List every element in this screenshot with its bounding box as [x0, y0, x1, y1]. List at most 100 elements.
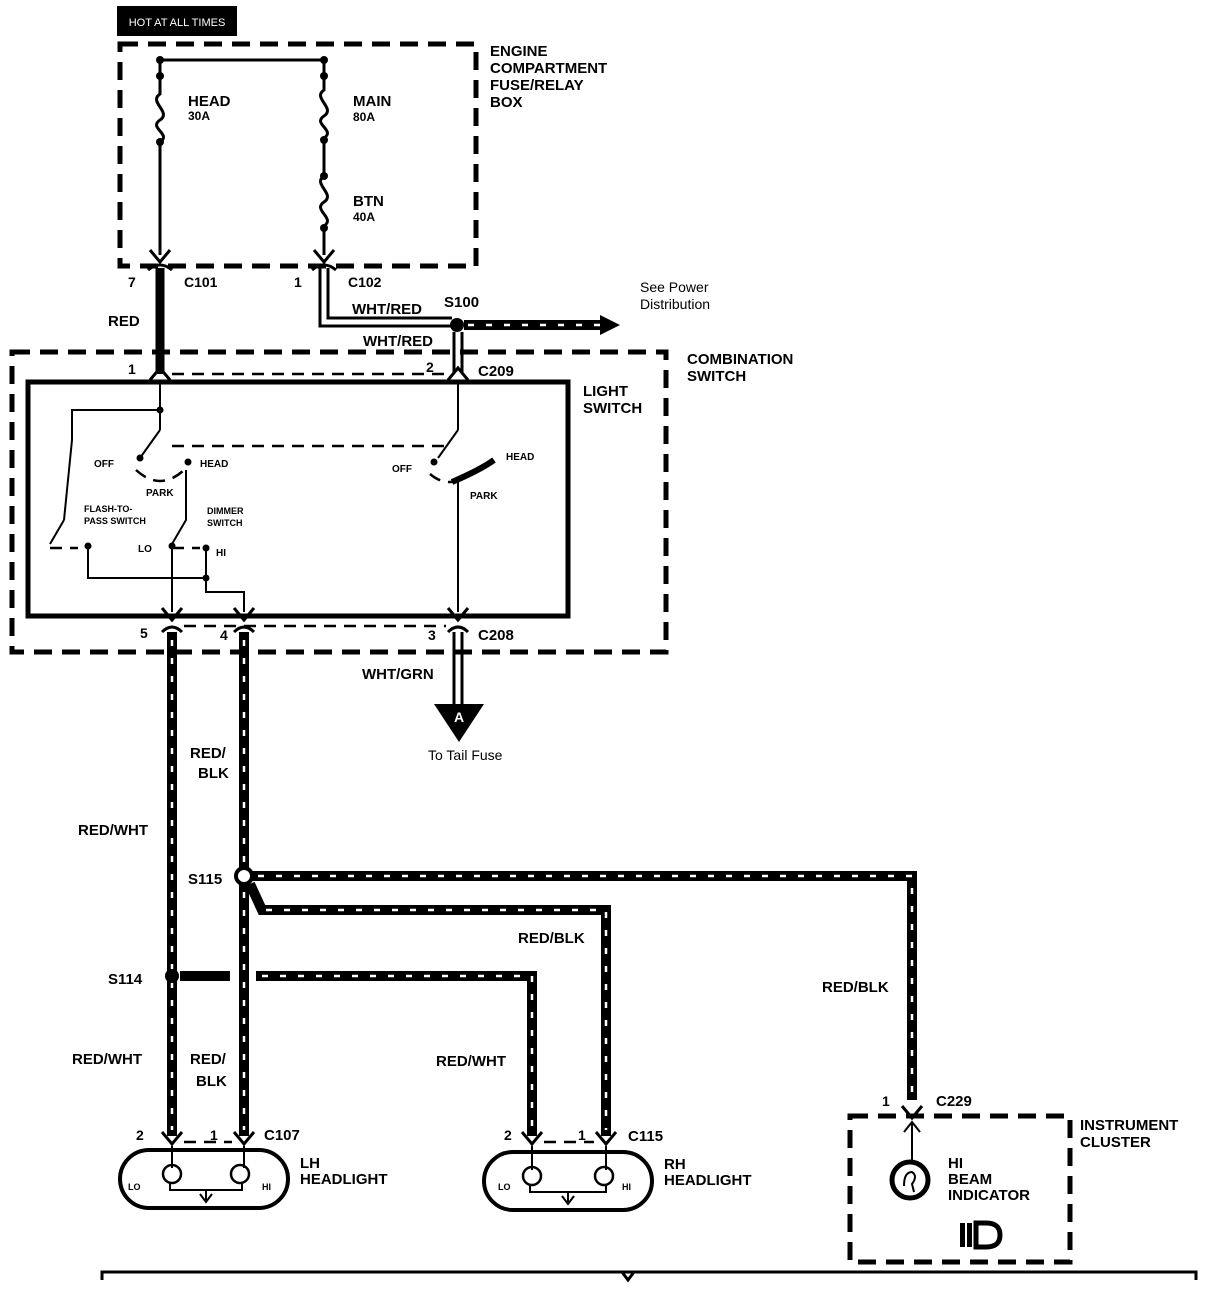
svg-text:FUSE/RELAY: FUSE/RELAY	[490, 77, 584, 94]
lh-lo-filament-icon	[161, 1163, 183, 1185]
s100-splice	[450, 318, 464, 332]
svg-text:7: 7	[128, 274, 136, 290]
svg-text:HEADLIGHT: HEADLIGHT	[300, 1171, 388, 1188]
svg-text:BLK: BLK	[196, 1073, 227, 1090]
head-fuse-symbol	[155, 60, 165, 255]
svg-text:1: 1	[128, 361, 136, 377]
svg-text:LO: LO	[138, 544, 152, 555]
c107-label: C107	[264, 1127, 300, 1144]
svg-text:Distribution: Distribution	[640, 296, 710, 312]
c107-pin2-symbol	[160, 1131, 184, 1147]
hi-beam-symbol-icon	[960, 1220, 1003, 1250]
rh-lo-filament-icon	[521, 1165, 543, 1187]
c208-pin5-symbol	[160, 607, 184, 623]
red-blk-to-rh-wire	[245, 881, 611, 1136]
s114-splice	[165, 969, 179, 983]
svg-text:HI: HI	[622, 1182, 631, 1192]
hot-tag-text: HOT AT ALL TIMES	[129, 17, 226, 29]
svg-text:2: 2	[426, 359, 434, 375]
svg-text:RED/WHT: RED/WHT	[72, 1051, 142, 1068]
svg-text:BLK: BLK	[198, 765, 229, 782]
main-fuse-name: MAIN	[353, 93, 391, 110]
c208-pin4-symbol	[232, 607, 256, 623]
hot-at-all-times-tag: HOT AT ALL TIMES	[117, 6, 237, 36]
svg-text:WHT/RED: WHT/RED	[352, 301, 422, 318]
head-fuse-name: HEAD	[188, 93, 231, 110]
svg-text:1: 1	[294, 274, 302, 290]
main-btn-fuse-symbol	[319, 60, 329, 255]
svg-text:2: 2	[136, 1127, 144, 1143]
instrument-cluster-outline	[847, 1113, 1073, 1265]
svg-text:1: 1	[210, 1127, 218, 1143]
svg-text:A: A	[454, 709, 464, 725]
c209-label: C209	[478, 363, 514, 380]
head-contact-right	[450, 457, 496, 485]
svg-text:To Tail Fuse: To Tail Fuse	[428, 747, 503, 763]
c208-pin3-symbol	[446, 607, 470, 623]
wht-red-wire-outer	[318, 268, 452, 328]
svg-text:LO: LO	[498, 1182, 511, 1192]
svg-text:RED/: RED/	[190, 1051, 227, 1068]
rh-headlight: LO HI	[482, 1146, 654, 1212]
wht-red-wire-inner	[326, 268, 452, 320]
svg-text:LO: LO	[128, 1182, 141, 1192]
svg-text:RED/BLK: RED/BLK	[822, 979, 889, 996]
hi-output-wire	[205, 548, 245, 612]
svg-text:LIGHT: LIGHT	[583, 383, 628, 400]
svg-text:SWITCH: SWITCH	[207, 518, 243, 528]
svg-text:FLASH-TO-: FLASH-TO-	[84, 504, 132, 514]
lh-hi-filament-icon	[229, 1163, 251, 1185]
svg-text:PASS SWITCH: PASS SWITCH	[84, 516, 146, 526]
fuse-relay-box-outline	[117, 41, 479, 269]
svg-text:WHT/GRN: WHT/GRN	[362, 666, 434, 683]
svg-text:RED: RED	[108, 313, 140, 330]
svg-text:1: 1	[882, 1093, 890, 1109]
svg-text:ENGINE: ENGINE	[490, 43, 548, 60]
svg-text:HI: HI	[948, 1155, 963, 1172]
lh-headlight: LO HI	[118, 1146, 290, 1210]
svg-text:INDICATOR: INDICATOR	[948, 1187, 1030, 1204]
svg-text:CLUSTER: CLUSTER	[1080, 1134, 1151, 1151]
svg-text:RH: RH	[664, 1156, 686, 1173]
svg-text:INSTRUMENT: INSTRUMENT	[1080, 1117, 1178, 1134]
svg-text:OFF: OFF	[94, 459, 114, 470]
c208-label: C208	[478, 627, 514, 644]
svg-text:4: 4	[220, 627, 228, 643]
svg-text:OFF: OFF	[392, 464, 412, 475]
rh-hi-filament-icon	[593, 1165, 615, 1187]
tail-fuse-marker	[434, 704, 484, 742]
main-fuse-rating: 80A	[353, 110, 375, 124]
svg-text:3: 3	[428, 627, 436, 643]
s115-splice	[234, 866, 254, 886]
svg-text:1: 1	[578, 1127, 586, 1143]
svg-text:RED/BLK: RED/BLK	[518, 930, 585, 947]
svg-text:2: 2	[504, 1127, 512, 1143]
svg-text:WHT/RED: WHT/RED	[363, 333, 433, 350]
hi-beam-indicator-bulb-icon	[889, 1159, 931, 1201]
svg-text:BEAM: BEAM	[948, 1171, 992, 1188]
svg-text:RED/: RED/	[190, 745, 227, 762]
head-fuse-rating: 30A	[188, 109, 210, 123]
bottom-bracket	[100, 1270, 1198, 1280]
btn-fuse-rating: 40A	[353, 210, 375, 224]
svg-text:HEADLIGHT: HEADLIGHT	[664, 1172, 752, 1189]
lh-ground-icon	[199, 1193, 213, 1204]
light-switch-box	[25, 379, 571, 619]
svg-text:S100: S100	[444, 294, 479, 311]
c209-pin2-symbol	[446, 365, 470, 381]
svg-text:HEAD: HEAD	[506, 452, 534, 463]
svg-text:RED/WHT: RED/WHT	[78, 822, 148, 839]
svg-text:S115: S115	[188, 871, 222, 888]
c101-connector-symbol	[147, 263, 173, 272]
c115-pin2-symbol	[520, 1131, 544, 1147]
flash-feed-wire	[63, 409, 160, 521]
svg-text:HI: HI	[262, 1182, 271, 1192]
c107-pin1-symbol	[232, 1131, 256, 1147]
fuse-box-title: ENGINE COMPARTMENT FUSE/RELAY BOX	[490, 43, 607, 111]
svg-text:PARK: PARK	[470, 491, 498, 502]
c102-label: C102	[348, 274, 382, 290]
svg-text:COMPARTMENT: COMPARTMENT	[490, 60, 607, 77]
btn-fuse-name: BTN	[353, 193, 384, 210]
headlight-switch-blade-right	[437, 429, 459, 459]
